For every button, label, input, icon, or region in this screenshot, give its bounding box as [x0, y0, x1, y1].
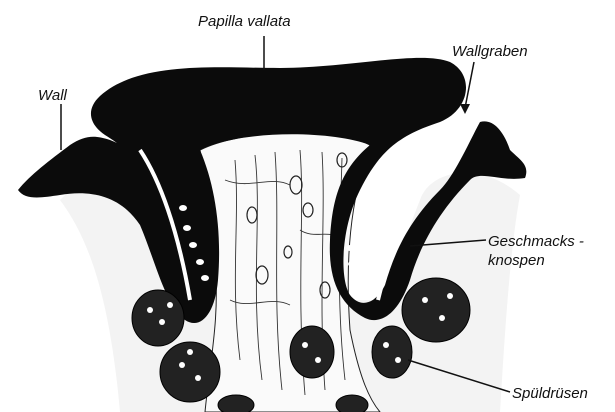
- label-wall: Wall: [38, 88, 67, 103]
- label-geschmacks-line1: Geschmacks -: [488, 233, 584, 250]
- label-geschmacks-line2: knospen: [488, 252, 545, 269]
- label-wallgraben: Wallgraben: [452, 44, 528, 59]
- label-geschmacksknospen: Geschmacks - knospen: [488, 232, 584, 270]
- label-spueldruesen: Spüldrüsen: [512, 386, 588, 401]
- taste-buds-right: [346, 239, 382, 283]
- label-papilla-vallata: Papilla vallata: [198, 14, 291, 29]
